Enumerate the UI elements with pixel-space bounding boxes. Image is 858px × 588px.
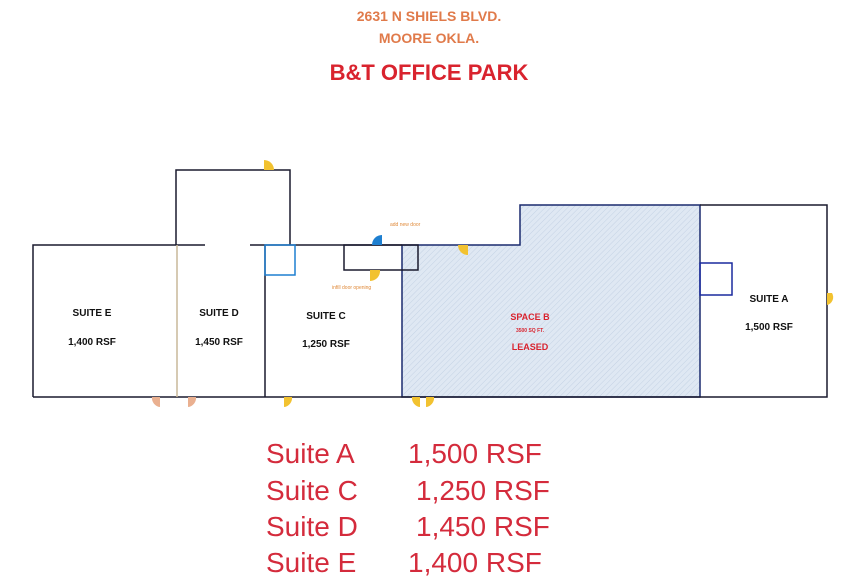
availability-row: Suite A 1,500 RSF xyxy=(266,438,542,470)
availability-row: Suite D 1,450 RSF xyxy=(266,511,550,543)
suite-area: 1,400 RSF xyxy=(408,547,542,578)
suite-d-label: SUITE D xyxy=(199,308,238,319)
suite-name: Suite A xyxy=(266,438,355,469)
space-b-label: SPACE B xyxy=(510,312,550,322)
suite-a-label: SUITE A xyxy=(749,294,788,305)
door-icon xyxy=(151,160,834,407)
page-title: B&T OFFICE PARK xyxy=(329,60,529,85)
suite-e-area: 1,400 RSF xyxy=(68,337,116,348)
infill-note: infill door opening xyxy=(332,285,371,291)
space-b-area: 3500 SQ FT. xyxy=(516,328,545,334)
suite-d-area: 1,450 RSF xyxy=(195,337,243,348)
address-line1: 2631 N SHIELS BLVD. xyxy=(356,8,502,24)
space-b-area xyxy=(401,204,701,398)
suite-name: Suite E xyxy=(266,547,357,578)
suite-a-area: 1,500 RSF xyxy=(745,322,793,333)
space-b-status: LEASED xyxy=(512,342,549,352)
availability-row: Suite C 1,250 RSF xyxy=(266,475,550,507)
availability-row: Suite E 1,400 RSF xyxy=(266,547,542,579)
suite-area: 1,250 RSF xyxy=(416,475,550,506)
closet xyxy=(699,262,733,296)
closet xyxy=(264,244,296,276)
suite-area: 1,500 RSF xyxy=(408,438,542,469)
address-line2: MOORE OKLA. xyxy=(378,30,480,46)
suite-name: Suite C xyxy=(266,475,358,506)
suite-c-label: SUITE C xyxy=(306,311,345,322)
add-door-note: add new door xyxy=(390,222,421,228)
suite-name: Suite D xyxy=(266,511,358,542)
suite-c-area: 1,250 RSF xyxy=(302,339,350,350)
suite-e-label: SUITE E xyxy=(73,308,112,319)
suite-area: 1,450 RSF xyxy=(416,511,550,542)
